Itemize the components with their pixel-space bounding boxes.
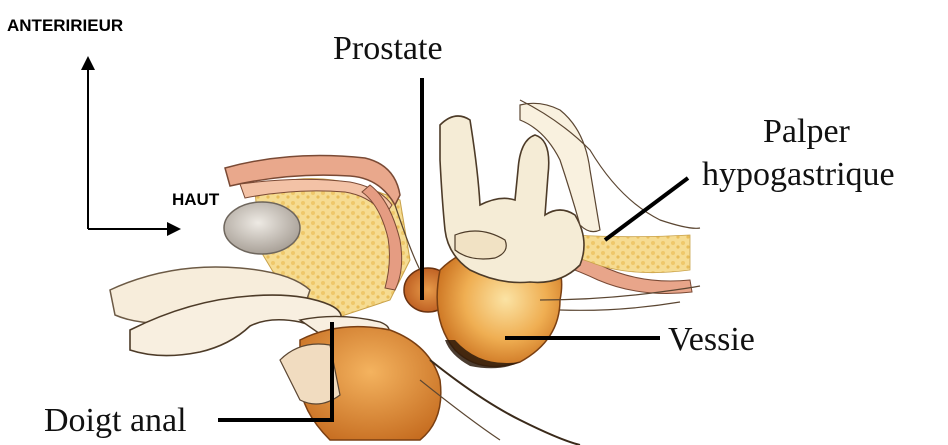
doigt-anal-label: Doigt anal <box>44 402 187 439</box>
arrow-up-icon <box>81 56 95 70</box>
orientation-indicator <box>81 56 181 236</box>
pubic-bone <box>224 202 300 254</box>
palper-label-line2: hypogastrique <box>702 156 895 193</box>
abdominal-line-3 <box>560 302 680 310</box>
arrow-right-icon <box>167 222 181 236</box>
prostate-label: Prostate <box>333 30 443 67</box>
superior-label: HAUT <box>172 190 220 209</box>
palper-label-line1: Palper <box>763 113 851 150</box>
anatomy-illustration <box>110 100 700 445</box>
vessie-label: Vessie <box>668 321 755 358</box>
anterior-label: ANTERIRIEUR <box>7 16 123 35</box>
lower-contour <box>430 360 580 445</box>
